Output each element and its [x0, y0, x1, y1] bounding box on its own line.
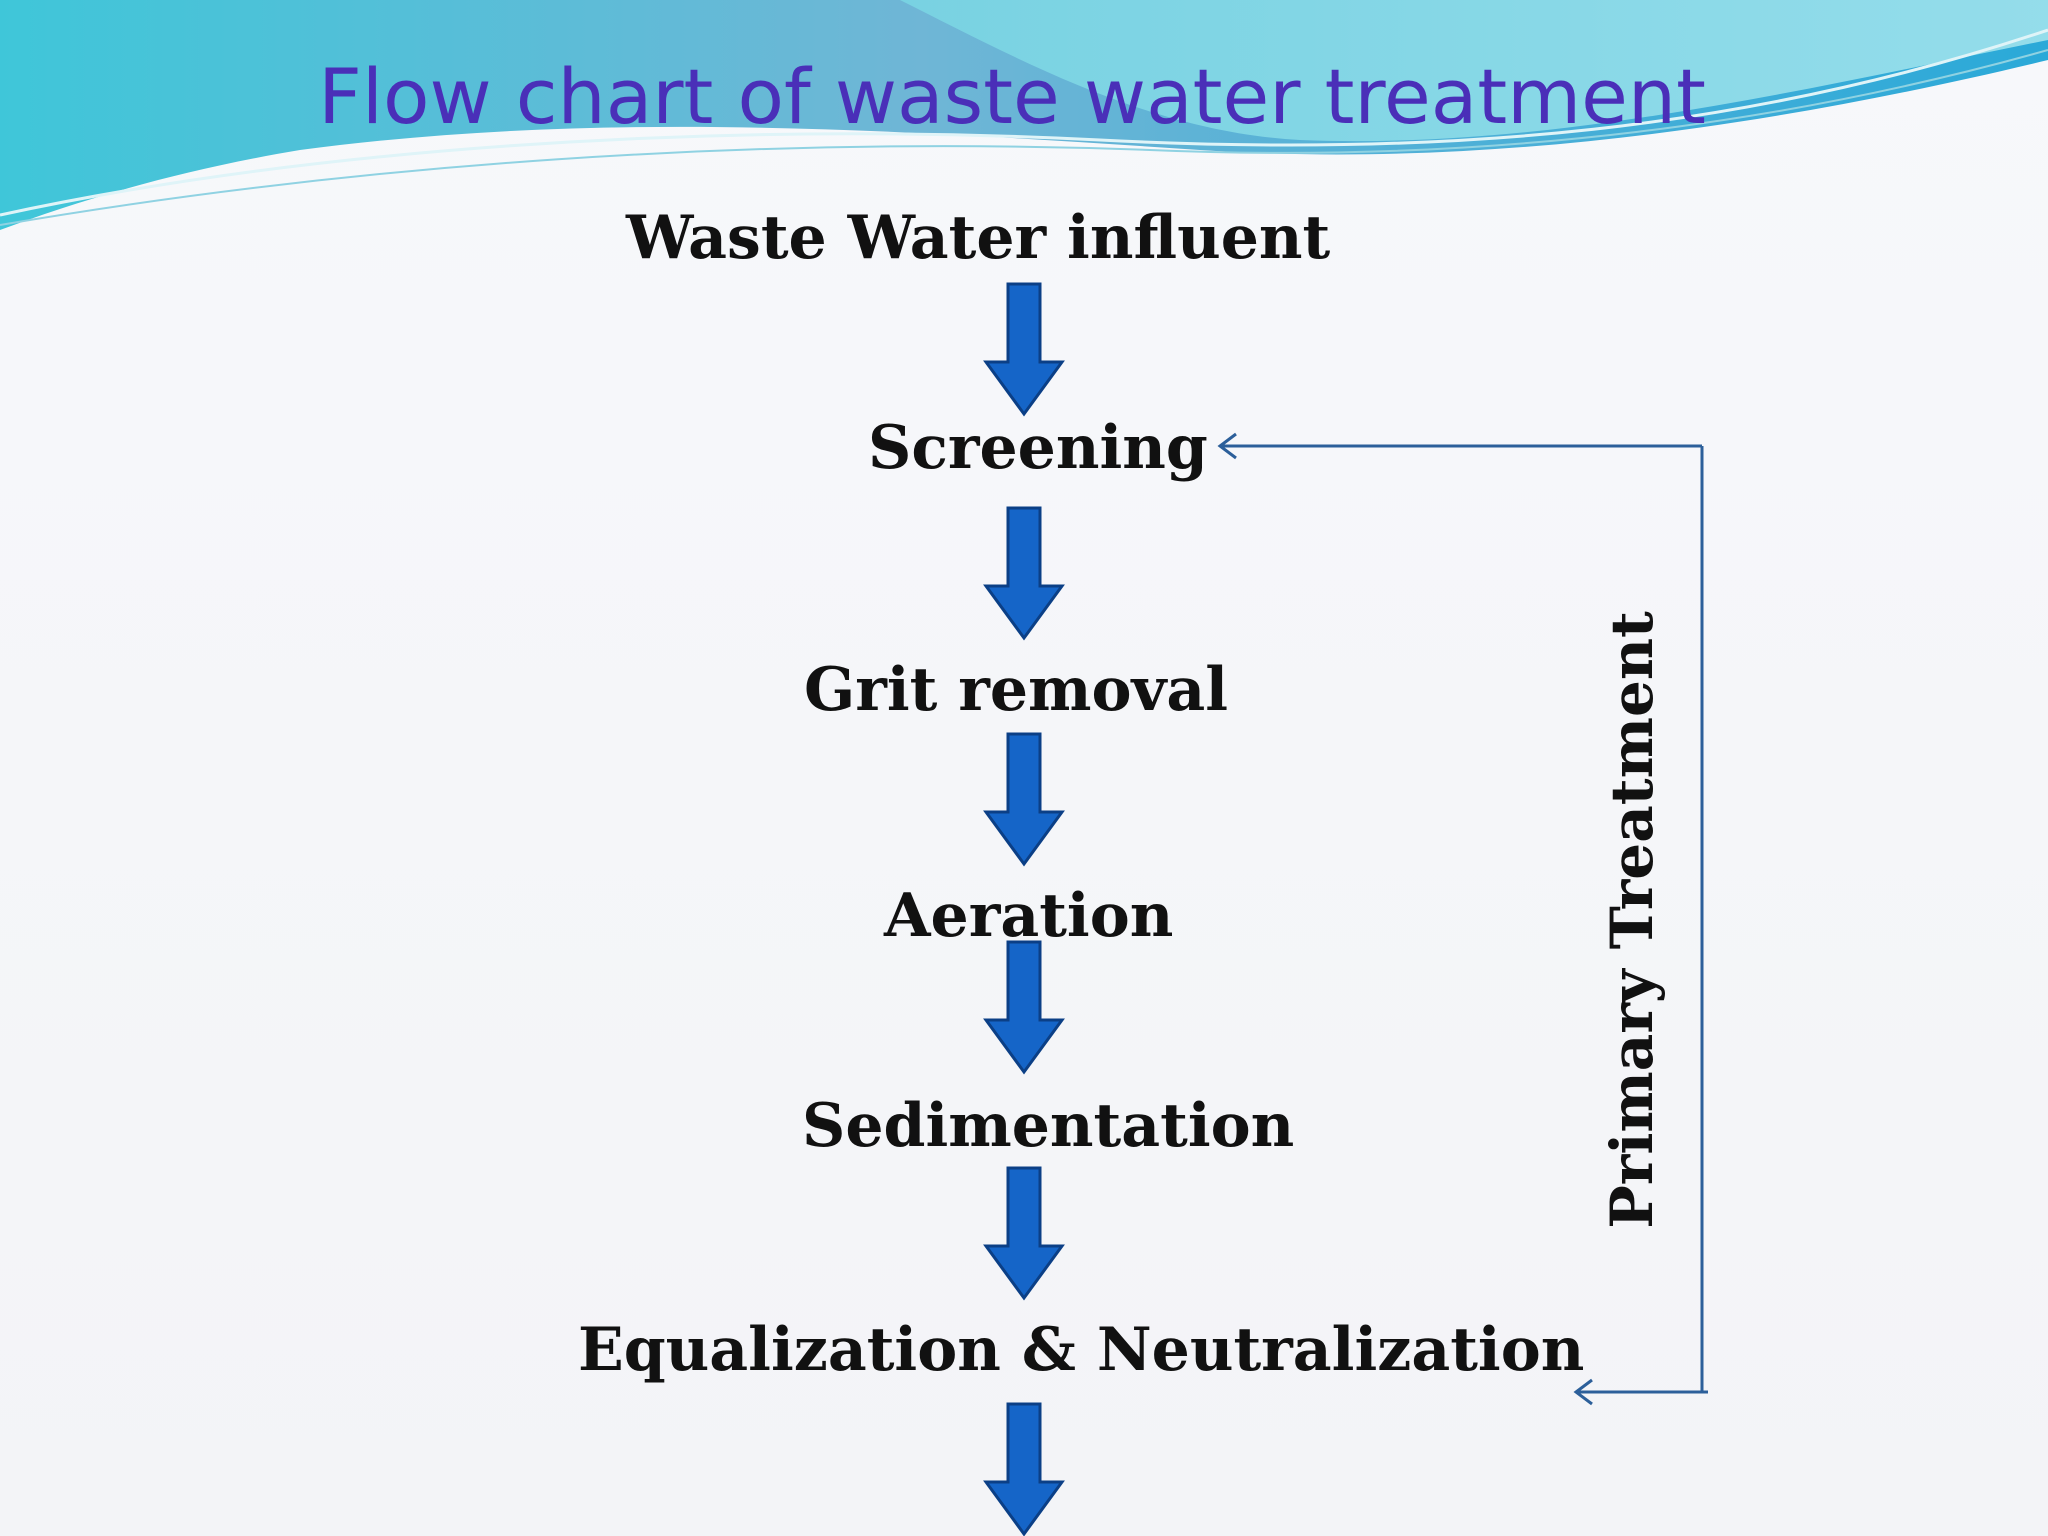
slide-title: Flow chart of waste water treatment	[318, 52, 1706, 141]
step-grit-removal: Grit removal	[804, 655, 1229, 725]
down-arrow-icon	[983, 282, 1065, 417]
step-waste-water-influent: Waste Water influent	[626, 203, 1331, 273]
step-sedimentation: Sedimentation	[802, 1091, 1295, 1161]
down-arrow-icon	[983, 940, 1065, 1075]
down-arrow-icon	[983, 1166, 1065, 1301]
step-aeration: Aeration	[884, 881, 1174, 951]
primary-treatment-bracket	[1217, 432, 1708, 1406]
step-screening: Screening	[868, 413, 1208, 483]
down-arrow-icon	[983, 732, 1065, 867]
header-wave-decoration	[0, 0, 2048, 230]
down-arrow-icon	[983, 1402, 1065, 1536]
step-equalization-neutralization: Equalization & Neutralization	[578, 1315, 1585, 1385]
down-arrow-icon	[983, 506, 1065, 641]
